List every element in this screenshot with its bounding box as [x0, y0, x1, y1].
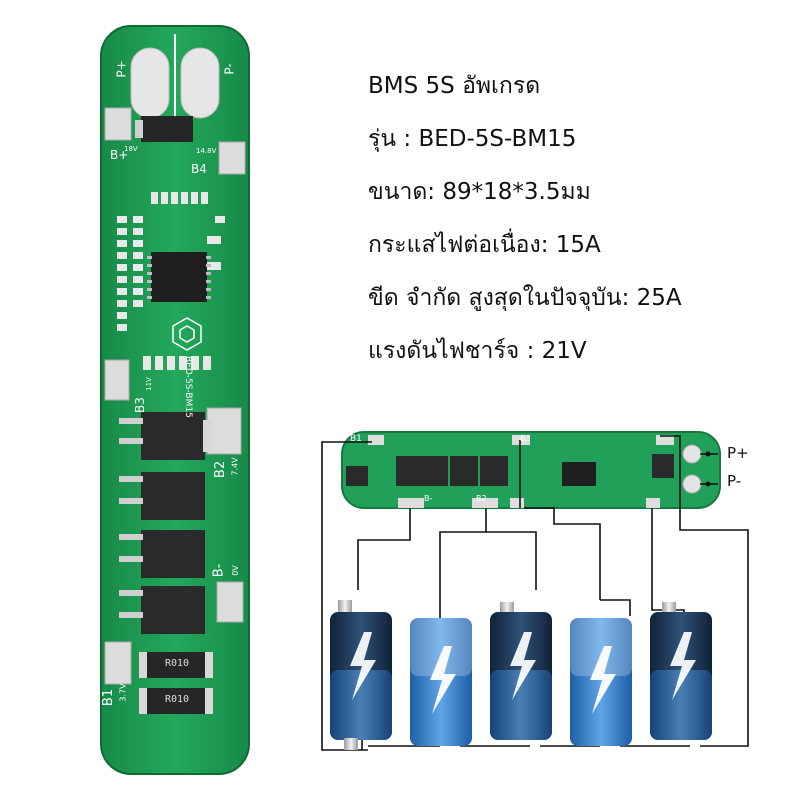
silk-b2-voltage: 7.4V: [230, 457, 240, 476]
silk-b3-voltage: 11V: [144, 377, 153, 391]
battery-cell-5: [650, 602, 712, 740]
diagram-bminus-label: B-: [424, 494, 433, 503]
mosfet-array: [119, 412, 213, 634]
pcb-substrate: [100, 25, 250, 775]
silk-b1: B1: [101, 688, 117, 707]
pad-b-plus: [104, 107, 132, 141]
protection-ic: [151, 252, 207, 302]
battery-cell-1: [330, 600, 392, 750]
battery-cell-4: [570, 618, 632, 746]
silk-b-minus-voltage: 0V: [230, 565, 240, 576]
silk-p-plus: P+: [114, 60, 129, 78]
smd-resistor-array: [117, 192, 225, 331]
silk-b-minus: B-: [211, 563, 227, 578]
resistor-r010-2: [145, 688, 207, 714]
diagram-b1-label: B1: [350, 434, 362, 444]
spec-size: ขนาด: 89*18*3.5มม: [368, 179, 591, 205]
pad-p-minus: [180, 47, 220, 119]
wiring-diagram: [321, 431, 749, 751]
pad-b-minus: [216, 581, 244, 623]
diagram-b2-label: B2: [476, 494, 487, 503]
silk-b4-voltage: 14.8V: [196, 147, 217, 155]
silk-b4: B4: [191, 162, 207, 176]
pad-p-plus: [130, 47, 170, 119]
silk-b2: B2: [213, 460, 229, 479]
pad-b3: [104, 359, 130, 401]
diagram-b3-label: B3: [520, 434, 531, 443]
pad-b4: [218, 141, 246, 175]
battery-cell-3: [490, 602, 552, 740]
spec-model: รุ่น : BED-5S-BM15: [368, 126, 577, 152]
battery-cell-2: [410, 618, 472, 746]
spec-charge-voltage: แรงดันไฟชาร์จ : 21V: [368, 338, 587, 364]
pad-b1: [104, 641, 132, 685]
silk-b1-voltage: 3.7V: [118, 683, 128, 702]
horizontal-board-parts: [346, 435, 702, 508]
resistor-label-2: R010: [165, 694, 190, 705]
silk-p-minus: P-: [222, 63, 237, 75]
pcb-board-vertical: [100, 25, 250, 775]
silk-model: BED-5S-BM15: [183, 356, 193, 418]
silk-b3: B3: [132, 397, 147, 413]
spec-continuous-current: กระแสไฟต่อเนื่อง: 15A: [368, 232, 601, 258]
silk-b-plus-voltage: 18V: [124, 145, 138, 153]
terminal-p-minus-label: P-: [727, 472, 742, 490]
resistor-r010-1: [145, 652, 207, 678]
spec-limit-current: ขีด จำกัด สูงสุดในปัจจุบัน: 25A: [368, 285, 682, 311]
pcb-logo: [172, 317, 202, 351]
resistor-label-1: R010: [165, 658, 190, 669]
terminal-p-plus-label: P+: [727, 444, 749, 462]
spec-title: BMS 5S อัพเกรด: [368, 73, 541, 99]
top-mosfet: [141, 116, 193, 142]
silk-b-plus: B+: [110, 148, 129, 162]
